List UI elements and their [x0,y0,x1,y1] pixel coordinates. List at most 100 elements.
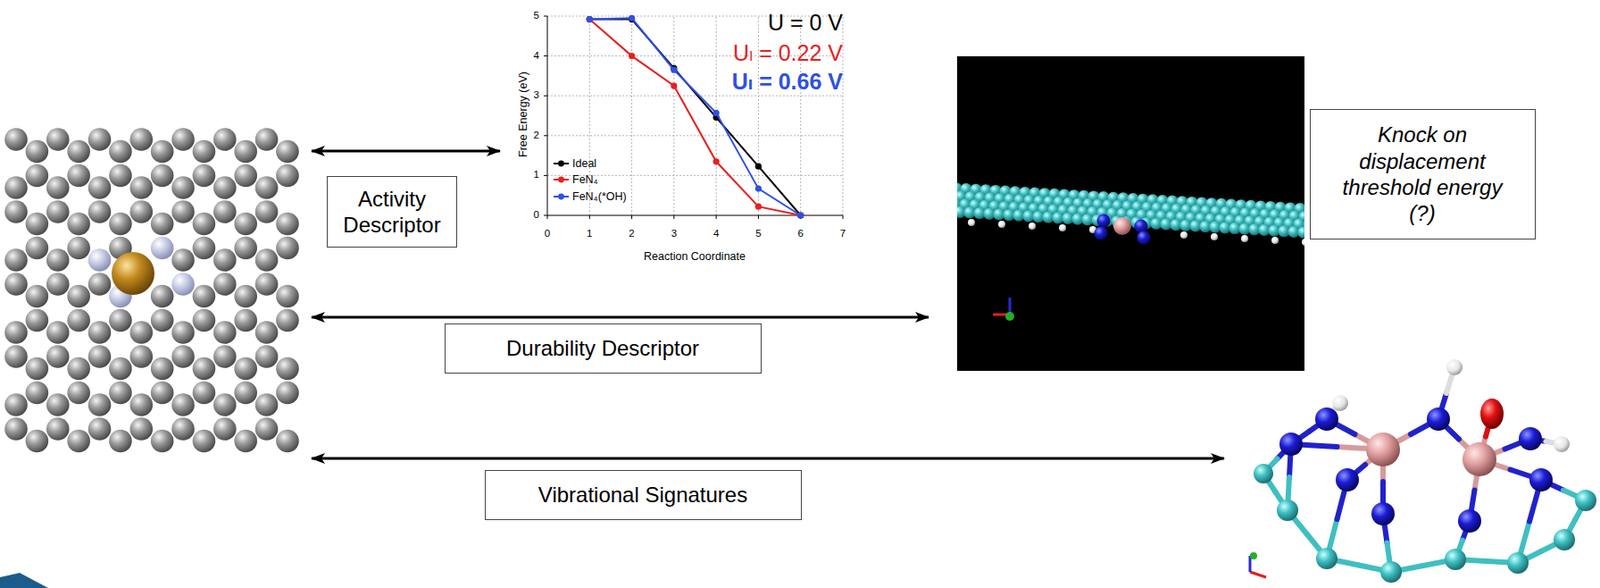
lattice-atom [46,392,70,417]
lattice-atom [150,212,175,236]
lattice-atom [192,429,217,453]
molecule-atom [1529,467,1553,492]
hydrogen-atom [1058,224,1067,232]
lattice-atom [46,320,70,344]
lattice-atom [275,212,300,236]
lattice-atom [4,127,28,151]
lattice-atom [129,200,153,224]
lattice-atom [192,308,217,333]
lattice-atom [88,344,112,368]
lattice-atom [255,175,279,200]
lattice-atom [171,127,195,151]
lattice-atom [171,248,195,272]
data-point [713,158,720,165]
sheet-atom [1297,225,1305,238]
lattice-atom [275,236,300,260]
lattice-atom [108,357,133,381]
axis-title: Reaction Coordinate [643,250,746,263]
hydrogen-atom [1241,234,1249,242]
lattice-atom [150,357,175,381]
lattice-atom [88,392,112,417]
potential-label: Uₗ = 0.22 V [733,40,843,67]
lattice-atom [255,392,279,417]
lattice-atom [233,308,258,333]
lattice-atom [192,212,217,236]
lattice-atom [192,164,217,188]
lattice-atom [46,175,70,200]
lattice-atom [66,284,91,309]
double-arrow [311,150,500,153]
lattice-atom [4,272,28,296]
data-point [628,15,635,22]
lattice-atom [275,381,300,405]
grid-line [547,95,843,97]
lattice-atom [213,175,237,200]
lattice-atom [108,429,133,453]
molecule-atom [1446,358,1463,375]
axis-icon [1250,571,1267,577]
legend-sample [558,160,565,167]
lattice-atom [46,127,70,151]
molecule-atom [1253,463,1274,484]
data-point [670,66,677,74]
molecule-atom [1518,426,1542,450]
legend-text: FeN₄ [572,173,599,186]
descriptor-box: Durability Descriptor [444,323,762,373]
molecule-atom [1458,508,1482,533]
lattice-atom [25,164,50,188]
potential-label: U = 0 V [767,9,843,36]
tick-label: 5 [755,227,761,240]
lattice-atom [25,381,50,405]
lattice-atom [150,164,175,188]
nitrogen-atom [1094,226,1109,241]
lattice-atom [213,272,237,296]
lattice-atom [275,164,300,188]
grid-line [631,16,633,216]
lattice-atom [66,164,91,188]
lattice-atom [171,416,195,441]
tick-label: 2 [628,227,634,240]
lattice-atom [275,357,300,381]
lattice-atom [129,344,153,368]
lattice-atom [275,140,300,164]
lattice-atom [108,308,133,333]
lattice-atom [192,357,217,381]
molecule-atom [1371,501,1395,525]
molecule-atom [1315,407,1339,431]
lattice-atom [46,272,70,296]
data-point [797,211,804,218]
lattice-atom [4,416,28,441]
nitrogen-atom [1137,231,1151,245]
axis-title: Free Energy (eV) [516,71,530,158]
lattice-atom [233,140,258,164]
hydrogen-atom [1180,231,1188,239]
lattice-atom [150,236,175,260]
lattice-atom [66,357,91,381]
lattice-atom [233,381,258,405]
lattice-atom [213,127,237,151]
tick-mark [543,134,548,136]
legend-text: FeN₄(*OH) [572,190,627,203]
lattice-atom [88,416,112,441]
lattice-atom [192,140,217,164]
lattice-atom [255,127,279,151]
nitrogen-atom [1097,214,1111,228]
simulation-panel [957,56,1305,371]
data-point [755,163,762,170]
box-text: Activity Descriptor [338,185,446,239]
lattice-atom [171,272,195,296]
lattice-atom [66,381,91,405]
tick-label: 1 [533,169,540,182]
hydrogen-atom [1210,233,1218,241]
legend-sample [558,193,565,200]
lattice-atom [46,200,70,224]
legend-sample [558,176,565,184]
double-arrow [311,316,929,319]
lattice-atom [25,140,50,164]
molecule-atom [1507,551,1529,574]
lattice-atom [233,429,258,453]
lattice-atom [108,164,133,188]
box-text: Durability Descriptor [459,334,747,361]
tick-label: 3 [671,227,677,240]
hydrogen-atom [998,220,1006,228]
